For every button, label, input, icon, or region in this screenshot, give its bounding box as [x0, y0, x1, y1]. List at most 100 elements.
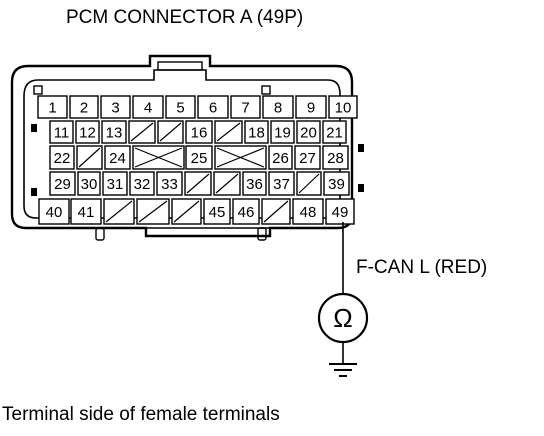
terminal-number: 33	[161, 176, 178, 193]
bottom-peg-right	[257, 227, 267, 241]
terminal-unused	[184, 171, 212, 196]
terminal-number: 36	[246, 176, 263, 193]
terminal-number: 49	[332, 204, 349, 221]
terminal-number: 32	[134, 176, 151, 193]
key-tab-left	[33, 85, 43, 95]
terminal-11: 11	[49, 120, 74, 144]
terminal-number: 2	[80, 100, 88, 117]
terminal-number: 48	[300, 204, 317, 221]
terminal-25: 25	[185, 145, 213, 170]
terminal-49: 49	[325, 198, 355, 225]
terminal-number: 21	[326, 125, 343, 142]
terminal-number: 11	[54, 125, 70, 142]
terminal-3: 3	[100, 95, 131, 119]
terminal-number: 3	[111, 100, 119, 117]
terminal-39: 39	[323, 171, 350, 196]
side-tab-right	[358, 144, 364, 152]
terminal-24: 24	[104, 145, 131, 170]
ohm-symbol: Ω	[333, 303, 352, 333]
terminal-number: 24	[109, 150, 126, 167]
terminal-2: 2	[69, 95, 99, 119]
terminal-unused	[296, 171, 322, 196]
terminal-number: 12	[79, 125, 96, 142]
terminal-30: 30	[77, 171, 101, 196]
terminal-number: 41	[78, 204, 95, 221]
terminal-22: 22	[49, 145, 75, 170]
terminal-12: 12	[75, 120, 100, 144]
terminal-number: 25	[191, 150, 208, 167]
terminal-unused	[214, 145, 267, 170]
wire-label: F-CAN L (RED)	[356, 257, 487, 278]
terminal-unused	[103, 198, 135, 225]
terminal-40: 40	[38, 198, 70, 225]
terminal-7: 7	[230, 95, 261, 119]
terminal-number: 6	[209, 100, 217, 117]
connector-latch	[157, 61, 203, 71]
bottom-peg-left	[95, 227, 105, 241]
terminal-27: 27	[294, 145, 321, 170]
terminal-6: 6	[197, 95, 229, 119]
terminal-number: 45	[209, 204, 226, 221]
terminal-number: 31	[107, 176, 124, 193]
terminal-unused	[213, 171, 241, 196]
terminal-number: 30	[81, 176, 98, 193]
terminal-unused	[214, 120, 243, 144]
side-tab-left	[31, 124, 37, 132]
terminal-unused	[136, 198, 170, 225]
terminal-8: 8	[262, 95, 294, 119]
terminal-number: 26	[272, 150, 289, 167]
terminal-number: 29	[54, 176, 71, 193]
terminal-number: 9	[307, 100, 315, 117]
terminal-46: 46	[232, 198, 260, 225]
terminal-48: 48	[292, 198, 324, 225]
terminal-number: 39	[328, 176, 345, 193]
diagram-title: PCM CONNECTOR A (49P)	[66, 7, 303, 28]
terminal-29: 29	[49, 171, 76, 196]
terminal-16: 16	[185, 120, 213, 144]
terminal-unused	[261, 198, 291, 225]
terminal-number: 13	[106, 125, 123, 142]
terminal-number: 18	[248, 125, 265, 142]
terminal-number: 16	[191, 125, 208, 142]
side-tab-right-2	[358, 184, 364, 192]
terminal-number: 8	[274, 100, 282, 117]
side-tab-left-2	[31, 188, 37, 196]
terminal-number: 40	[46, 204, 63, 221]
terminal-5: 5	[165, 95, 196, 119]
terminal-number: 46	[238, 204, 255, 221]
terminal-number: 1	[48, 100, 56, 117]
terminal-number: 20	[300, 125, 317, 142]
terminal-9: 9	[295, 95, 327, 119]
terminal-unused	[171, 198, 202, 225]
terminal-unused	[128, 120, 156, 144]
terminal-33: 33	[156, 171, 183, 196]
terminal-number: 4	[144, 100, 152, 117]
diagram-caption: Terminal side of female terminals	[2, 404, 280, 425]
terminal-unused	[132, 145, 185, 170]
terminal-number: 19	[274, 125, 291, 142]
terminal-unused	[157, 120, 184, 144]
terminal-number: 27	[299, 150, 316, 167]
terminal-number: 10	[335, 100, 352, 117]
terminal-number: 22	[54, 150, 71, 167]
terminal-32: 32	[129, 171, 155, 196]
terminal-26: 26	[268, 145, 293, 170]
terminal-28: 28	[322, 145, 349, 170]
terminal-19: 19	[270, 120, 295, 144]
terminal-4: 4	[132, 95, 164, 119]
terminal-31: 31	[102, 171, 128, 196]
terminal-number: 5	[176, 100, 184, 117]
terminal-number: 7	[241, 100, 249, 117]
terminal-41: 41	[70, 198, 102, 225]
connector-inner-shell	[23, 69, 341, 219]
terminal-45: 45	[203, 198, 231, 225]
terminal-number: 28	[327, 150, 344, 167]
terminal-18: 18	[244, 120, 269, 144]
terminal-10: 10	[328, 95, 358, 119]
terminal-36: 36	[242, 171, 267, 196]
ground-icon	[329, 363, 357, 377]
key-tab-right	[261, 85, 271, 95]
terminal-13: 13	[101, 120, 127, 144]
